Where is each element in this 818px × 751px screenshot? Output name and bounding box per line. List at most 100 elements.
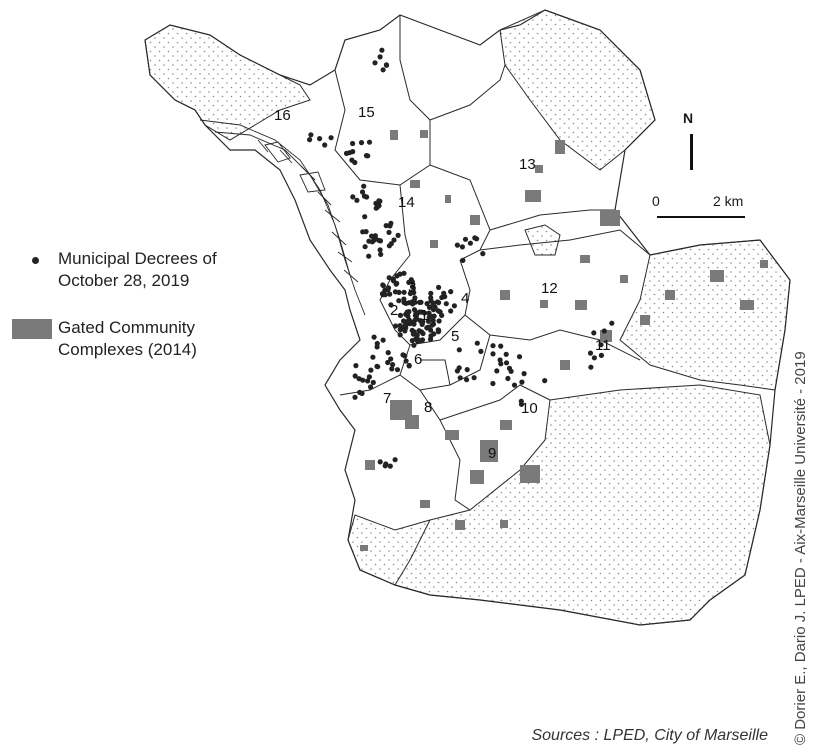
decree-point xyxy=(380,337,386,343)
decree-points xyxy=(307,47,615,469)
decree-point xyxy=(408,289,414,296)
district-label-16: 16 xyxy=(274,107,291,124)
decree-point xyxy=(409,299,415,305)
decree-point xyxy=(389,366,395,372)
decree-point xyxy=(505,375,511,382)
decree-point xyxy=(412,295,418,301)
decree-point xyxy=(403,358,409,364)
decree-point xyxy=(404,309,410,315)
decree-point xyxy=(415,338,421,344)
natural-area-south xyxy=(347,384,771,626)
decree-point xyxy=(383,62,389,68)
decree-point xyxy=(369,233,375,239)
decree-point xyxy=(397,332,403,338)
district-label-2: 2 xyxy=(390,302,398,319)
decree-point xyxy=(365,378,371,384)
gated-swatch-icon xyxy=(12,319,52,339)
district-label-9: 9 xyxy=(488,445,496,462)
decree-point xyxy=(383,223,389,229)
copyright-note: © Dorier E., Dario J. LPED - Aix-Marseil… xyxy=(792,351,809,745)
district-label-10: 10 xyxy=(521,400,538,417)
decree-point xyxy=(587,350,594,356)
decree-point xyxy=(435,308,441,314)
decree-dot-icon xyxy=(32,257,39,264)
decree-point xyxy=(474,236,480,242)
natural-areas xyxy=(144,9,791,626)
decree-point xyxy=(382,463,388,469)
decree-point xyxy=(609,320,615,326)
decree-point xyxy=(451,303,457,309)
decree-point xyxy=(394,367,401,373)
decree-point xyxy=(464,377,470,383)
decree-point xyxy=(459,244,465,250)
decree-point xyxy=(358,140,365,146)
decree-point xyxy=(436,284,442,290)
decree-point xyxy=(370,379,376,386)
decree-point xyxy=(400,352,406,358)
decree-point xyxy=(387,223,393,229)
decree-point xyxy=(494,368,500,374)
decree-point xyxy=(591,330,597,336)
decree-point xyxy=(424,301,430,307)
decree-point xyxy=(498,343,504,349)
decree-point xyxy=(397,323,403,329)
decree-point xyxy=(375,364,381,370)
decree-point xyxy=(428,327,434,333)
decree-point xyxy=(372,233,378,239)
decree-point xyxy=(490,351,496,357)
decree-point xyxy=(426,310,432,316)
decree-point xyxy=(401,289,407,295)
scale-label: 2 km xyxy=(713,193,744,209)
decree-point xyxy=(519,379,525,385)
district-label-13: 13 xyxy=(519,156,536,173)
decree-point xyxy=(412,312,418,319)
decree-point xyxy=(373,200,379,206)
decree-point xyxy=(490,380,496,387)
decree-point xyxy=(390,362,396,368)
district-label-4: 4 xyxy=(461,290,469,307)
decree-point xyxy=(396,298,402,304)
decree-point xyxy=(601,328,607,334)
decree-point xyxy=(474,340,480,346)
sources-note: Sources : LPED, City of Marseille xyxy=(531,727,768,744)
decree-point xyxy=(386,229,392,235)
district-label-6: 6 xyxy=(414,351,422,368)
decree-point xyxy=(377,459,383,465)
decree-point xyxy=(435,329,442,335)
decree-point xyxy=(428,295,434,301)
decree-point xyxy=(506,365,513,371)
natural-area-east xyxy=(619,239,791,391)
decree-point xyxy=(353,363,359,369)
decree-point xyxy=(448,289,454,295)
decree-point xyxy=(419,309,425,315)
decree-point xyxy=(409,284,416,290)
decree-point xyxy=(366,139,373,145)
decree-point xyxy=(371,334,377,340)
decree-point xyxy=(377,247,383,253)
decree-point xyxy=(417,299,423,305)
decree-point xyxy=(428,290,434,296)
decree-point xyxy=(516,354,523,360)
decree-point xyxy=(317,136,323,142)
decree-point xyxy=(419,337,426,343)
decree-point xyxy=(436,318,442,324)
decree-point xyxy=(379,47,385,53)
decree-point xyxy=(409,338,415,344)
decree-point xyxy=(431,331,437,337)
decree-point xyxy=(521,371,527,377)
decree-point xyxy=(393,323,399,329)
decree-point xyxy=(503,351,509,357)
decree-point xyxy=(352,394,358,400)
decree-point xyxy=(360,377,366,383)
decree-point xyxy=(377,54,383,60)
decree-point xyxy=(387,463,393,469)
decree-point xyxy=(598,352,605,358)
decree-point xyxy=(464,367,470,373)
district-label-7: 7 xyxy=(383,390,391,407)
decree-point xyxy=(498,361,504,367)
decree-point xyxy=(322,142,328,148)
decree-point xyxy=(408,277,414,283)
district-label-14: 14 xyxy=(398,194,415,211)
north-arrow-icon xyxy=(690,134,693,170)
